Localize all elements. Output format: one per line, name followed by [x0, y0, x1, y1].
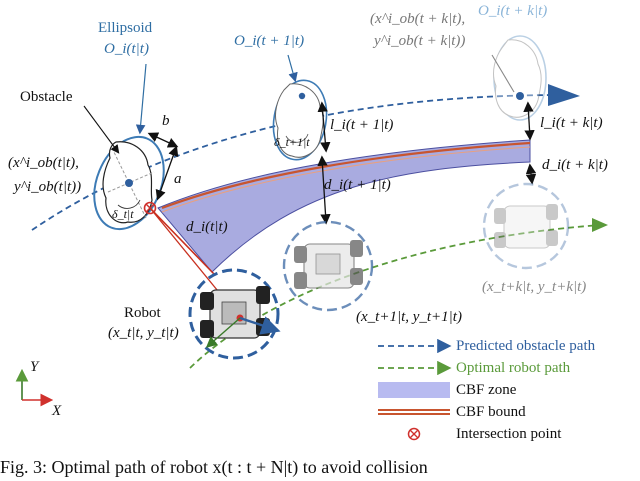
obstacle-t — [93, 135, 165, 231]
l-tk-arrow — [523, 101, 535, 141]
legend-predicted-obstacle-path: Predicted obstacle path — [456, 338, 596, 354]
cbf-zone — [157, 139, 531, 273]
distance-line-t — [149, 207, 215, 275]
label-delta-t: δ_t|t — [112, 207, 134, 221]
label-axis-y: Y — [30, 359, 39, 375]
figure-caption: Fig. 3: Optimal path of robot x(t : t + … — [0, 457, 428, 477]
legend-intersection-point: Intersection point — [456, 426, 562, 442]
legend-cbf-bound: CBF bound — [456, 404, 526, 420]
label-axis-x: X — [52, 403, 62, 419]
predicted-obstacle-path — [31, 94, 561, 231]
legend-cbf-zone-swatch — [378, 382, 450, 398]
l-t1-arrow — [317, 101, 331, 153]
label-obs-pos-x: (x^i_ob(t|t), — [8, 155, 79, 171]
label-o-t1: O_i(t + 1|t) — [234, 33, 305, 49]
label-obs-pos-y: y^i_ob(t|t)) — [14, 179, 82, 195]
o-t1-pointer — [287, 54, 298, 83]
obstacle-tk-center — [516, 92, 524, 100]
d-t1-arrow — [317, 155, 331, 225]
label-robot: Robot — [124, 305, 161, 321]
label-o-tk: O_i(t + k|t) — [478, 3, 548, 19]
label-obs-pos-k-y: y^i_ob(t + k|t)) — [374, 33, 466, 49]
label-l-t1: l_i(t + 1|t) — [330, 117, 394, 133]
label-d-t: d_i(t|t) — [186, 219, 228, 235]
label-obstacle: Obstacle — [20, 89, 73, 105]
label-obs-pos-k-x: (x^i_ob(t + k|t), — [370, 11, 466, 27]
label-robot-pos-t1: (x_t+1|t, y_t+1|t) — [356, 309, 462, 325]
label-d-tk: d_i(t + k|t) — [542, 157, 608, 173]
robot-t1 — [282, 220, 374, 312]
label-delta-t1: δ_t+1|t — [274, 135, 310, 149]
label-robot-pos-tk: (x_t+k|t, y_t+k|t) — [482, 279, 587, 295]
optimal-robot-arrowhead — [592, 218, 608, 232]
label-ellipsoid-o-t: O_i(t|t) — [104, 41, 149, 57]
predicted-obstacle-arrowhead — [548, 84, 580, 106]
dim-a — [155, 145, 179, 201]
ellipsoid-pointer — [135, 63, 147, 135]
obstacle-pointer — [83, 105, 120, 154]
robot-heading-arrow — [239, 316, 281, 335]
robot-tk — [482, 182, 570, 270]
label-b: b — [162, 113, 170, 129]
label-a: a — [174, 171, 182, 187]
label-ellipsoid-title: Ellipsoid — [98, 20, 153, 36]
label-l-tk: l_i(t + k|t) — [540, 115, 603, 131]
dim-b — [147, 132, 179, 148]
obstacle-tk — [493, 35, 547, 121]
obs-pos-k-pointer — [491, 54, 515, 93]
label-robot-pos: (x_t|t, y_t|t) — [108, 325, 179, 341]
d-tk-arrow — [525, 163, 537, 185]
legend-optimal-robot-path: Optimal robot path — [456, 360, 571, 376]
legend-intersection-icon — [407, 427, 421, 441]
legend-cbf-zone: CBF zone — [456, 382, 517, 398]
label-d-t1: d_i(t + 1|t) — [324, 177, 391, 193]
robot-path-arrow — [205, 317, 241, 348]
